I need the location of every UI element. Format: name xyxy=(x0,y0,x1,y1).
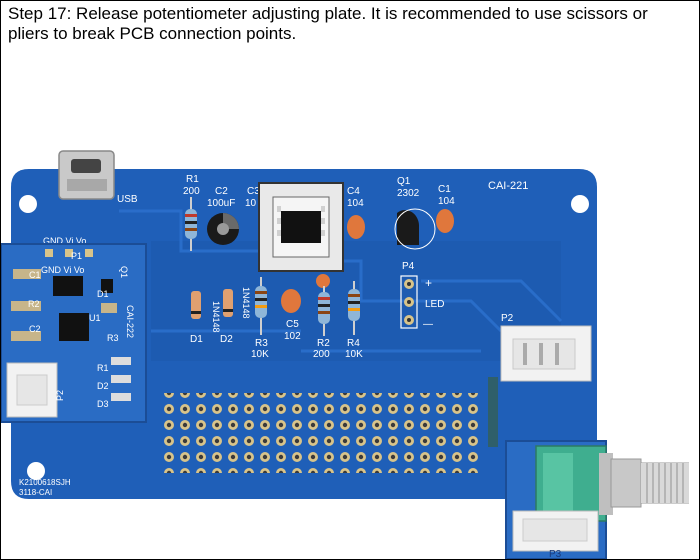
d2-label: D2 xyxy=(220,334,233,345)
module-q1-label: Q1 xyxy=(119,266,129,278)
r4-label: R4 xyxy=(347,338,360,349)
capacitor-c2 xyxy=(207,213,239,245)
module-d1-label: D1 xyxy=(97,289,109,299)
connector-p2 xyxy=(500,325,592,382)
module-p1-label: P1 xyxy=(71,251,82,261)
board-code-1: K2100618SJH xyxy=(19,478,71,487)
capacitor-c4 xyxy=(347,215,365,239)
c1-value: 104 xyxy=(438,196,455,207)
c5-value: 102 xyxy=(284,331,301,342)
module-gnd-vi-vo: GND Vi Vo xyxy=(41,265,84,275)
q1-label: Q1 xyxy=(397,176,411,187)
transistor-q1 xyxy=(397,210,419,245)
c4-label: C4 xyxy=(347,186,360,197)
p3-label: P3 xyxy=(549,549,562,559)
module-c1-label: C1 xyxy=(29,270,41,280)
p2-label: P2 xyxy=(501,313,514,324)
r4-value: 10K xyxy=(345,349,363,360)
module-d3-label: D3 xyxy=(97,399,109,409)
resistor-r4 xyxy=(348,281,360,335)
r2-label: R2 xyxy=(317,338,330,349)
d1-value: 1N4148 xyxy=(211,301,221,333)
c4-value: 104 xyxy=(347,198,364,209)
module-model-label: CAI-222 xyxy=(125,305,135,338)
board-model-label: CAI-221 xyxy=(488,180,528,192)
led-label: LED xyxy=(425,299,444,310)
resistor-r2 xyxy=(318,286,330,336)
usb-label: USB xyxy=(117,194,138,205)
r1-value: 200 xyxy=(183,186,200,197)
c3-value: 10 xyxy=(245,198,257,209)
led-minus: — xyxy=(423,319,433,330)
d2-value: 1N4148 xyxy=(241,287,251,319)
q1-value: 2302 xyxy=(397,188,420,199)
mount-hole xyxy=(571,195,589,213)
step-caption: Step 17: Release potentiometer adjusting… xyxy=(8,4,648,43)
module-d2-label: D2 xyxy=(97,381,109,391)
led-pads xyxy=(400,275,418,329)
prototype-hole-grid xyxy=(161,393,481,473)
c2-label: C2 xyxy=(215,186,228,197)
mount-hole xyxy=(19,195,37,213)
potentiometer-plate xyxy=(505,440,689,559)
p4-label: P4 xyxy=(402,261,415,272)
c5-label: C5 xyxy=(286,319,299,330)
c1-label: C1 xyxy=(438,184,451,195)
mount-hole xyxy=(27,462,45,480)
diode-d2 xyxy=(223,289,233,317)
ic-socket xyxy=(258,182,344,272)
usb-connector xyxy=(58,150,115,200)
led-plus: + xyxy=(425,276,432,290)
r1-label: R1 xyxy=(186,174,199,185)
r2-value: 200 xyxy=(313,349,330,360)
module-c2-label: C2 xyxy=(29,324,41,334)
board-code-2: 3118-CAI xyxy=(19,488,52,497)
board-gnd-vi-vo: GND Vi Vo xyxy=(43,236,86,246)
module-r3-label: R3 xyxy=(107,333,119,343)
resistor-r1 xyxy=(185,197,197,251)
module-u1-label: U1 xyxy=(89,313,101,323)
diode-d1 xyxy=(191,291,201,319)
r3-label: R3 xyxy=(255,338,268,349)
module-p2-label: P2 xyxy=(55,390,65,401)
capacitor-c5 xyxy=(281,289,301,313)
c3-label: C3 xyxy=(247,186,260,197)
r3-value: 10K xyxy=(251,349,269,360)
module-r1-label: R1 xyxy=(97,363,109,373)
module-r2-label: R2 xyxy=(28,299,40,309)
regulator-module xyxy=(1,243,147,423)
d1-label: D1 xyxy=(190,334,203,345)
capacitor-c1 xyxy=(436,209,454,233)
resistor-r3 xyxy=(255,277,267,335)
c2-value: 100uF xyxy=(207,198,235,209)
